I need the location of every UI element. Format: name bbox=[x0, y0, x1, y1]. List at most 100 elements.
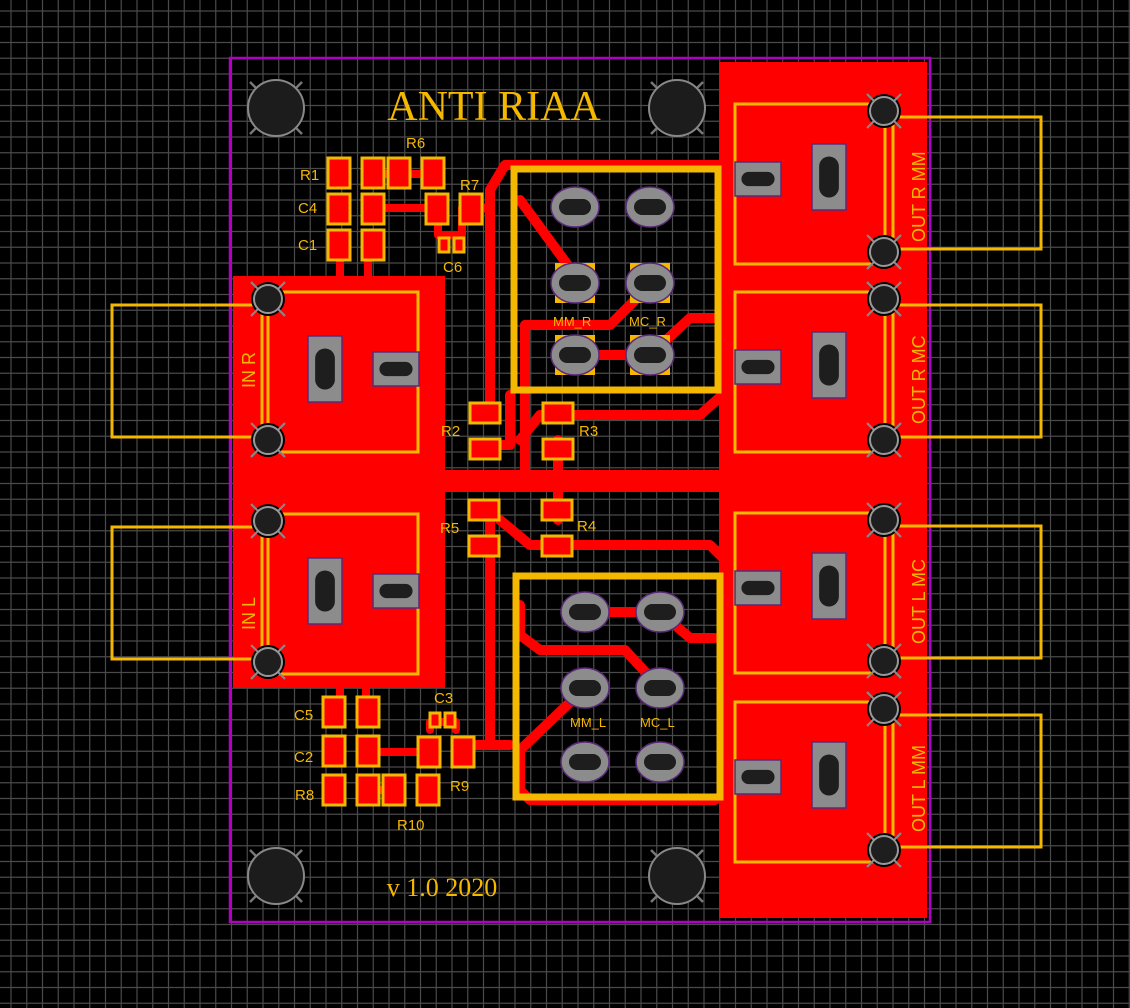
smd-pad bbox=[321, 695, 347, 729]
smd-pad bbox=[540, 534, 574, 558]
component-R6 bbox=[386, 156, 446, 190]
label-c5: C5 bbox=[294, 707, 313, 724]
component-R8 bbox=[321, 773, 381, 807]
pin-hole-icon bbox=[869, 425, 899, 455]
slot-hole bbox=[819, 754, 839, 796]
connector-pin bbox=[866, 93, 902, 129]
mounting-hole bbox=[648, 79, 706, 137]
smd-pad bbox=[416, 735, 442, 769]
switch-pin bbox=[560, 591, 610, 633]
connector-pin bbox=[250, 644, 286, 680]
pin-hole-icon bbox=[253, 506, 283, 536]
label-r10: R10 bbox=[397, 817, 425, 834]
label-r4: R4 bbox=[577, 518, 596, 535]
mount-hole-icon bbox=[648, 847, 706, 905]
switch-right bbox=[510, 165, 722, 394]
switch-pin bbox=[635, 667, 685, 709]
smd-components bbox=[321, 156, 575, 807]
slot-hole bbox=[819, 565, 839, 607]
connector-pad bbox=[307, 557, 343, 625]
trace bbox=[515, 365, 755, 445]
smd-pad bbox=[360, 228, 386, 262]
component-C5 bbox=[321, 695, 381, 729]
slot-hole bbox=[315, 570, 335, 612]
slot-hole bbox=[315, 348, 335, 390]
component-R4 bbox=[540, 498, 574, 558]
switch-pin bbox=[635, 741, 685, 783]
smd-pad bbox=[355, 695, 381, 729]
smd-pad bbox=[424, 192, 450, 226]
switch-pin bbox=[550, 186, 600, 228]
smd-pad bbox=[468, 401, 502, 425]
connector-pin bbox=[866, 234, 902, 270]
switch-pin bbox=[560, 667, 610, 709]
trace-center-bus bbox=[445, 470, 725, 492]
label-in-r: IN R bbox=[239, 352, 259, 388]
connector-pin bbox=[866, 832, 902, 868]
connectors bbox=[110, 93, 1043, 868]
label-c2: C2 bbox=[294, 749, 313, 766]
mount-hole-icon bbox=[247, 847, 305, 905]
pin-hole-icon bbox=[869, 284, 899, 314]
switch-pin bbox=[560, 741, 610, 783]
component-C1 bbox=[326, 228, 386, 262]
switch-pin bbox=[625, 262, 675, 304]
connector-pad bbox=[307, 335, 343, 403]
pad bbox=[811, 552, 847, 620]
pin-hole-icon bbox=[634, 275, 666, 291]
slot-hole bbox=[741, 359, 775, 375]
pin-hole-icon bbox=[569, 754, 601, 770]
component-R3 bbox=[541, 401, 575, 461]
slot-hole bbox=[741, 171, 775, 187]
pin-hole-icon bbox=[253, 425, 283, 455]
pin-hole-icon bbox=[644, 680, 676, 696]
smd-pad bbox=[443, 711, 457, 729]
connector-out-l-mc bbox=[733, 502, 1043, 679]
pin-hole-icon bbox=[559, 275, 591, 291]
connector-in-l bbox=[110, 503, 420, 680]
switch-pin bbox=[625, 186, 675, 228]
connector-pin bbox=[866, 502, 902, 538]
component-R7 bbox=[424, 192, 484, 226]
label-r3: R3 bbox=[579, 423, 598, 440]
smd-pad bbox=[360, 156, 386, 190]
smd-pad bbox=[386, 156, 412, 190]
switch-pin bbox=[635, 591, 685, 633]
connector-out-l-mm bbox=[733, 691, 1043, 868]
slot-hole bbox=[819, 156, 839, 198]
silkscreen-text: ANTI RIAA v 1.0 2020 IN R IN L OUT R MM … bbox=[239, 84, 929, 902]
mounting-hole bbox=[247, 79, 305, 137]
pin-hole-icon bbox=[569, 680, 601, 696]
connector-pad bbox=[372, 573, 420, 609]
smd-pad bbox=[540, 498, 574, 522]
mount-hole-icon bbox=[247, 79, 305, 137]
connector-pad bbox=[734, 759, 782, 795]
label-in-l: IN L bbox=[239, 597, 259, 630]
slot-hole bbox=[741, 769, 775, 785]
label-c3: C3 bbox=[434, 690, 453, 707]
connector-pin bbox=[866, 691, 902, 727]
pin-hole-icon bbox=[559, 347, 591, 363]
pin-hole-icon bbox=[644, 604, 676, 620]
connector-in-r bbox=[110, 281, 420, 458]
pin-hole-icon bbox=[869, 835, 899, 865]
connector-pad bbox=[734, 570, 782, 606]
smd-pad bbox=[360, 192, 386, 226]
pin-hole-icon bbox=[634, 199, 666, 215]
smd-pad bbox=[452, 236, 466, 254]
pin-hole-icon bbox=[253, 647, 283, 677]
smd-pad bbox=[467, 498, 501, 522]
connector-pad bbox=[811, 331, 847, 399]
silk-outline bbox=[891, 524, 1043, 660]
smd-pad bbox=[381, 773, 407, 807]
component-R5 bbox=[467, 498, 501, 558]
smd-pad bbox=[355, 734, 381, 768]
smd-pad bbox=[326, 156, 352, 190]
switches bbox=[510, 165, 724, 801]
pin-hole-icon bbox=[569, 604, 601, 620]
slot-hole bbox=[379, 361, 413, 377]
label-c4: C4 bbox=[298, 200, 317, 217]
connector-pin bbox=[250, 281, 286, 317]
smd-pad bbox=[450, 735, 476, 769]
label-r6: R6 bbox=[406, 135, 425, 152]
